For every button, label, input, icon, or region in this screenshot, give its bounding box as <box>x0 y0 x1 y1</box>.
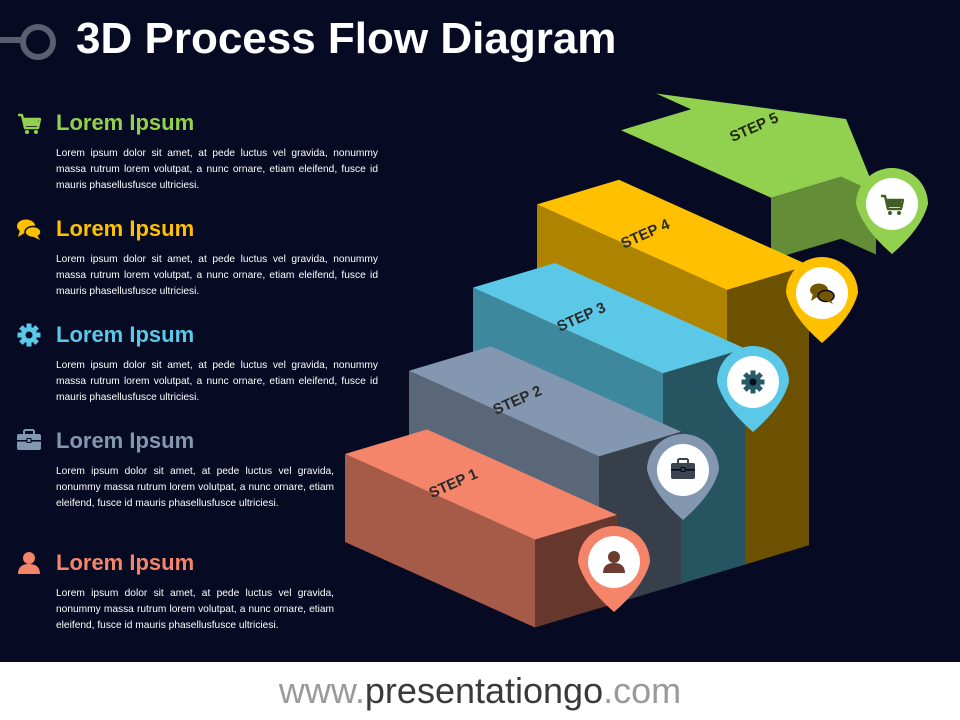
footer-url[interactable]: www.presentationgo.com <box>0 662 960 720</box>
footer-brand: presentationgo <box>365 670 603 712</box>
footer-suffix: .com <box>603 670 681 712</box>
footer-prefix: www. <box>279 670 365 712</box>
gear-icon <box>742 371 765 394</box>
